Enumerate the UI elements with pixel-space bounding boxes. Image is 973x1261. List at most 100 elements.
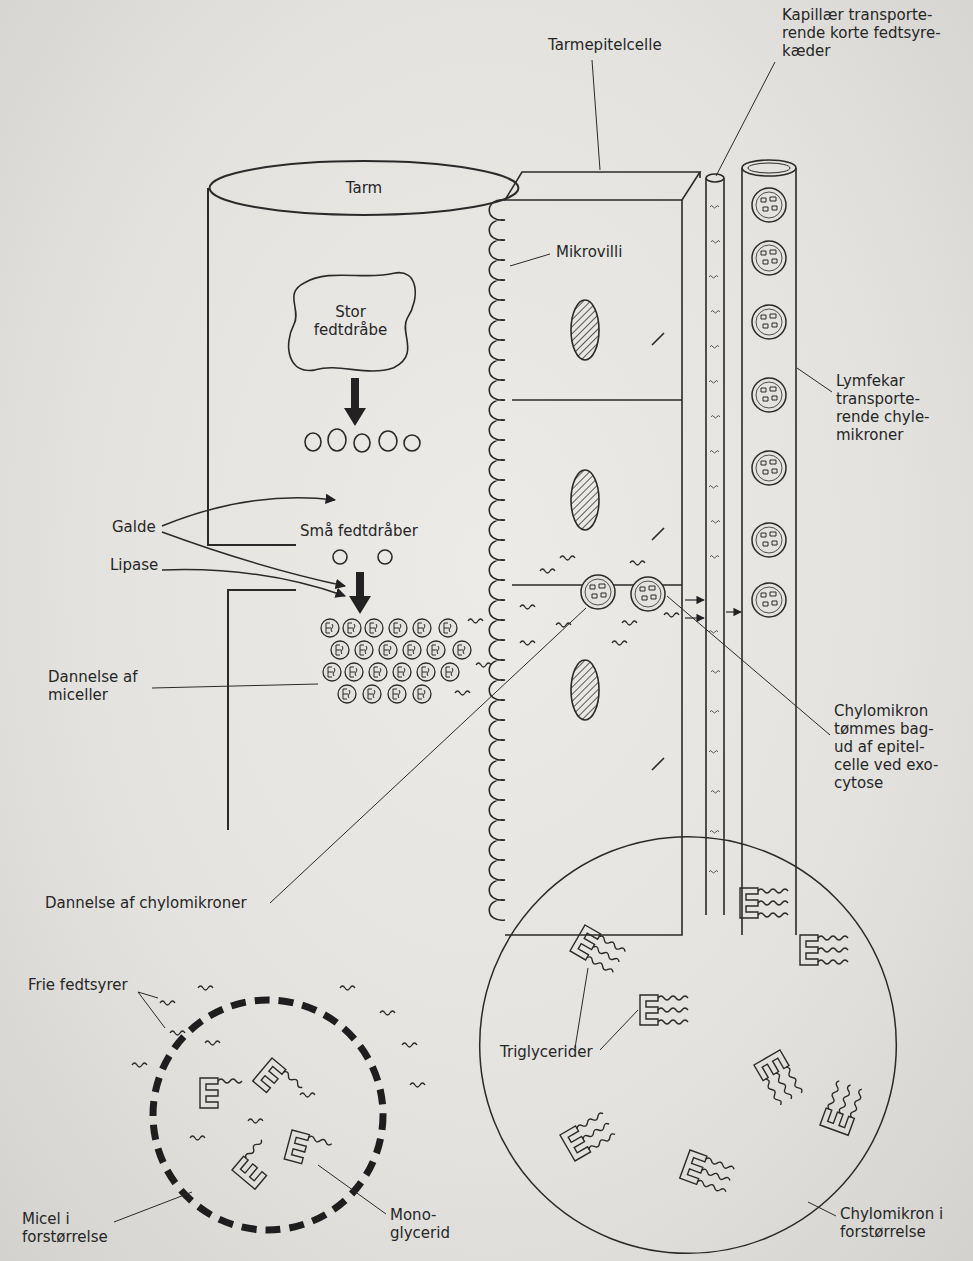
node-text: Tarm	[346, 179, 382, 197]
illustration-part	[709, 751, 718, 753]
illustration-part	[349, 572, 371, 614]
circle-line	[480, 837, 897, 1254]
transfer-arrows	[685, 600, 741, 618]
illustration-part	[378, 550, 392, 564]
callout-label: Tarmepitelcelle	[548, 36, 698, 54]
illustration-part	[404, 435, 420, 451]
illustration-part	[328, 429, 346, 451]
illustration-part	[709, 486, 718, 488]
illustration-part	[560, 1111, 617, 1161]
illustration-part	[520, 641, 535, 645]
illustration-part	[439, 619, 457, 637]
illustration-part	[652, 333, 664, 770]
illustration-part	[505, 200, 682, 935]
illustration-part	[742, 168, 796, 935]
callout-label: Små fedtdråber	[300, 522, 460, 540]
illustration-part	[114, 1192, 192, 1222]
illustration-part	[393, 663, 411, 681]
illustration-part	[208, 188, 296, 545]
illustration-part	[711, 311, 720, 313]
leader-lines	[114, 60, 836, 1222]
callout-label: Dannelse af miceller	[48, 668, 152, 704]
illustration-part	[711, 521, 720, 523]
illustration-part	[205, 1041, 220, 1045]
illustration-part	[345, 663, 363, 681]
illustration-part	[138, 992, 165, 1028]
illustration-part	[413, 619, 431, 637]
illustration-part	[388, 685, 406, 703]
illustration-part	[365, 619, 383, 637]
illustration-part	[540, 569, 555, 573]
illustration-part	[403, 641, 421, 659]
callout-label: Micel i forstørrelse	[22, 1210, 114, 1246]
illustration-part	[664, 613, 679, 617]
illustration-part	[710, 346, 719, 348]
illustration-part	[685, 617, 704, 618]
callout-label: Dannelse af chylomikroner	[45, 894, 285, 912]
illustration-part	[560, 556, 575, 560]
cell-chylomicrons	[581, 575, 665, 611]
illustration-part	[198, 986, 213, 990]
illustration-part	[706, 174, 724, 182]
illustration-part	[402, 1043, 417, 1047]
illustration-part	[441, 663, 459, 681]
illustration-part	[710, 711, 719, 713]
illustration-part	[575, 968, 638, 1050]
enzyme-arrows	[162, 498, 345, 596]
illustration-part	[709, 381, 718, 383]
illustration-part	[726, 611, 741, 612]
illustration-part	[455, 691, 470, 695]
illustration-part	[571, 470, 599, 530]
callout-label: Frie fedtsyrer	[28, 976, 138, 994]
micelles	[321, 619, 471, 703]
illustration-part	[363, 685, 381, 703]
micelle-enlargement	[132, 986, 425, 1230]
illustration-part	[232, 1138, 282, 1189]
illustration-part	[153, 1000, 383, 1230]
callout-label: Mono- glycerid	[390, 1206, 458, 1242]
illustration-part	[699, 172, 701, 178]
illustration-part	[200, 1078, 242, 1108]
ellipse-line	[210, 161, 519, 215]
blob-line	[289, 273, 416, 371]
fat-droplet-blob: Stor fedtdråbe	[283, 268, 418, 373]
illustration-part	[709, 871, 718, 873]
illustration-part	[752, 241, 786, 275]
illustration-part	[427, 641, 445, 659]
illustration-part	[512, 399, 682, 401]
illustration-part	[571, 660, 599, 720]
callout-label: Lymfekar transporte- rende chyle- mikron…	[836, 372, 940, 444]
illustration-part	[571, 300, 599, 360]
illustration-part	[343, 619, 361, 637]
illustration-part	[253, 1058, 304, 1108]
illustration-part	[752, 378, 786, 412]
illustration-part	[170, 1031, 185, 1035]
node-text: Triglycerider	[500, 1043, 593, 1061]
illustration-part	[710, 451, 719, 453]
illustration-part	[379, 431, 397, 451]
capillary	[706, 174, 724, 915]
callout-label: Kapillær transporte- rende korte fedtsyr…	[782, 6, 952, 60]
illustration-part	[248, 1119, 263, 1123]
illustration-part	[752, 451, 786, 485]
illustration-part	[300, 1093, 315, 1097]
capillary-fatty-acids	[709, 206, 720, 873]
illustration-part	[592, 60, 600, 170]
illustration-part	[152, 684, 318, 688]
illustration-part	[680, 1150, 735, 1195]
illustration-part	[711, 671, 720, 673]
illustration-part	[162, 498, 335, 526]
illustration-part	[468, 619, 483, 623]
illustration-part	[380, 1011, 395, 1015]
callout-label: Galde	[112, 518, 172, 536]
illustration-part	[752, 583, 786, 617]
illustration-part	[369, 663, 387, 681]
illustration-part	[667, 596, 830, 735]
illustration-part	[640, 995, 688, 1025]
illustration-part	[710, 831, 719, 833]
illustration-part	[318, 1165, 386, 1214]
illustration-part	[321, 619, 339, 637]
illustration-part	[710, 556, 719, 558]
illustration-part	[333, 550, 347, 564]
